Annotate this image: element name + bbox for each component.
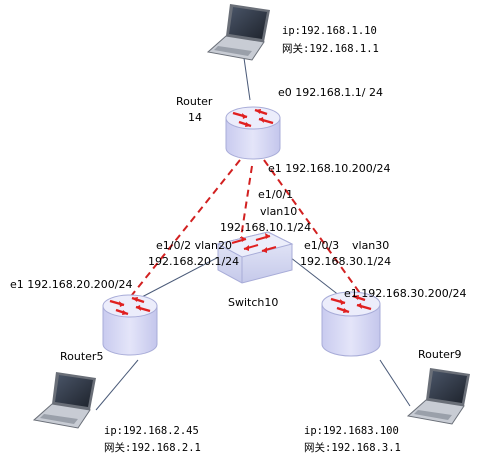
links bbox=[95, 57, 411, 411]
laptop-top[interactable] bbox=[206, 4, 270, 61]
link-laptop-router9 bbox=[379, 359, 411, 407]
switch-vlan30-ip-label: 192.168.30.1/24 bbox=[300, 255, 391, 268]
router-icon bbox=[225, 106, 281, 160]
switch-vlan10-ip-label: 192.168.10.1/24 bbox=[220, 221, 311, 234]
link-router14-router9 bbox=[263, 159, 363, 297]
switch-vlan10-label: vlan10 bbox=[260, 205, 297, 218]
router-9-name: Router9 bbox=[418, 348, 461, 361]
laptop-left-ip: ip:192.168.2.45 bbox=[104, 425, 199, 437]
router-14[interactable] bbox=[225, 106, 281, 160]
link-router14-router5 bbox=[127, 159, 241, 301]
link-laptop-router14 bbox=[243, 57, 251, 101]
switch-vlan20-ip-label: 192.168.20.1/24 bbox=[148, 255, 239, 268]
router-icon bbox=[102, 294, 158, 356]
laptop-icon bbox=[406, 368, 470, 425]
router-9-e1-label: e1 192.168.30.200/24 bbox=[344, 287, 466, 300]
switch-port1-label: e1/0/1 bbox=[258, 188, 293, 201]
switch-port2-vlan20-label: e1/0/2 vlan20 bbox=[156, 239, 232, 252]
router-5[interactable] bbox=[102, 294, 158, 356]
laptop-icon bbox=[32, 372, 96, 429]
link-switch-router5 bbox=[139, 249, 233, 299]
laptop-top-gateway: 网关:192.168.1.1 bbox=[282, 42, 379, 55]
router-icon bbox=[321, 291, 381, 357]
switch-vlan30-label: vlan30 bbox=[352, 239, 389, 252]
switch-10[interactable] bbox=[216, 231, 294, 284]
router-14-e0-label: e0 192.168.1.1/ 24 bbox=[278, 86, 383, 99]
laptop-icon bbox=[206, 4, 270, 61]
switch-icon bbox=[216, 231, 294, 284]
laptop-top-ip: ip:192.168.1.10 bbox=[282, 25, 377, 37]
laptop-right-gateway: 网关:192.168.3.1 bbox=[304, 441, 401, 454]
router-9[interactable] bbox=[321, 291, 381, 357]
switch-port3-label: e1/0/3 bbox=[304, 239, 339, 252]
switch-10-name: Switch10 bbox=[228, 296, 278, 309]
router-14-e1-label: e1 192.168.10.200/24 bbox=[268, 162, 390, 175]
laptop-right-ip: ip:192.1683.100 bbox=[304, 425, 399, 437]
router-5-name: Router5 bbox=[60, 350, 103, 363]
router-5-e1-label: e1 192.168.20.200/24 bbox=[10, 278, 132, 291]
laptop-left-gateway: 网关:192.168.2.1 bbox=[104, 441, 201, 454]
link-switch-router9 bbox=[285, 253, 341, 297]
router-14-name-line2: 14 bbox=[188, 111, 202, 124]
link-router14-switch bbox=[239, 165, 253, 245]
link-laptop-router5 bbox=[95, 359, 139, 411]
laptop-left[interactable] bbox=[32, 372, 96, 429]
router-14-name-line1: Router bbox=[176, 95, 213, 108]
laptop-right[interactable] bbox=[406, 368, 470, 425]
